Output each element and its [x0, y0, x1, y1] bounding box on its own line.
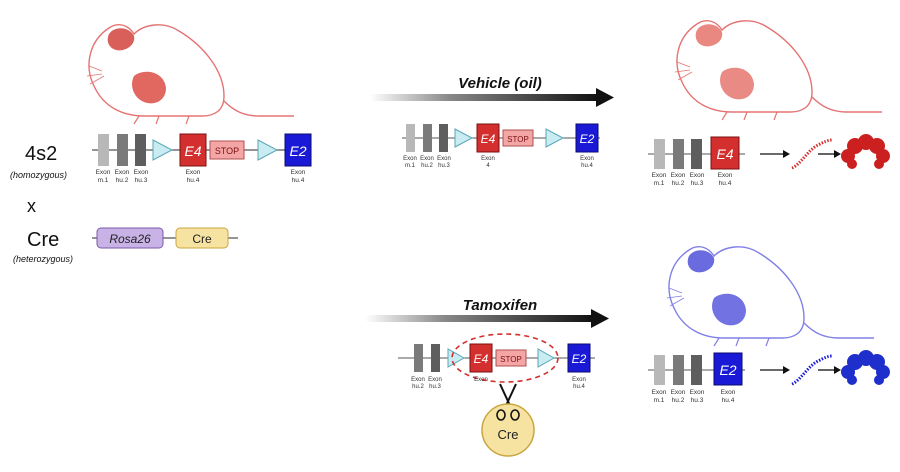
exon-caption: hu.3	[691, 397, 704, 404]
rosa26-locus	[96, 227, 164, 249]
e4-caption: 4	[486, 163, 490, 169]
exon-caption: hu.3	[429, 384, 441, 390]
exon-m1-block	[98, 134, 109, 166]
tamoxifen-arrow: Tamoxifen	[365, 297, 609, 328]
e2-label: E2	[580, 132, 595, 146]
blue-mouse-icon	[666, 245, 875, 347]
stop-label: STOP	[507, 135, 529, 144]
exon-caption: hu.2	[672, 397, 685, 404]
construct-tamoxifen: E4 STOP E2 Exon hu.2 Exon hu.3 Exon Exon…	[398, 333, 595, 457]
exon-caption: Exon	[671, 172, 686, 179]
e2-label: E2	[572, 352, 587, 366]
red-mouse-icon	[674, 19, 883, 121]
exon-caption: Exon	[652, 172, 667, 179]
e2-label: E2	[719, 362, 736, 378]
exon-caption: hu.2	[116, 177, 129, 184]
exon-hu2-block	[117, 134, 128, 166]
e2-caption: Exon	[291, 169, 306, 176]
protein-icon	[841, 134, 890, 169]
e4-exon	[179, 133, 207, 167]
loxp-triangle-icon	[257, 139, 279, 161]
exon-caption: Exon	[671, 389, 686, 396]
loxp-triangle-icon	[537, 348, 556, 368]
vehicle-arrow: Vehicle (oil)	[370, 75, 614, 107]
exon-caption: m.1	[405, 163, 416, 169]
exon-caption: hu.2	[412, 384, 424, 390]
red-mouse-icon	[86, 23, 295, 125]
stop-cassette	[209, 140, 245, 160]
exon-caption: Exon	[403, 156, 417, 162]
cre-enzyme: Cre	[481, 403, 535, 457]
mrna-icon	[791, 354, 833, 386]
exon-caption: Exon	[652, 389, 667, 396]
tamoxifen-label: Tamoxifen	[463, 297, 537, 314]
e4-label: E4	[474, 352, 489, 366]
vehicle-result-construct: E4 Exon m.1 Exon hu.2 Exon hu.3 Exon hu.…	[648, 134, 890, 187]
exon-caption: Exon	[437, 156, 451, 162]
excised-region	[451, 333, 559, 383]
e2-caption: hu.4	[581, 163, 593, 169]
exon-caption: Exon	[428, 377, 442, 383]
e2-label: E2	[289, 143, 306, 159]
loxp-triangle-icon	[545, 128, 565, 148]
e2-caption: Exon	[572, 377, 586, 383]
protein-icon	[841, 350, 890, 385]
cross-symbol: x	[27, 196, 36, 216]
stop-label: STOP	[215, 146, 239, 156]
e4-label: E4	[184, 143, 201, 159]
exon-caption: Exon	[96, 169, 111, 176]
exon-caption: hu.3	[691, 180, 704, 187]
exon-caption: Exon	[411, 377, 425, 383]
exon-caption: hu.2	[421, 163, 433, 169]
exon-hu3-block	[135, 134, 146, 166]
exon-caption: Exon	[115, 169, 130, 176]
e4-caption: hu.4	[187, 177, 200, 184]
e2-caption: hu.4	[573, 384, 585, 390]
exon-caption: Exon	[420, 156, 434, 162]
loxp-triangle-icon	[454, 128, 474, 148]
e4-caption: Exon	[474, 377, 488, 383]
e2-caption: hu.4	[722, 397, 735, 404]
exon-caption: Exon	[134, 169, 149, 176]
e4-label: E4	[481, 132, 496, 146]
exon-caption: m.1	[654, 180, 665, 187]
e2-caption: Exon	[580, 156, 594, 162]
e4-caption: hu.4	[719, 180, 732, 187]
exon-caption: hu.3	[438, 163, 450, 169]
stop-label: STOP	[500, 355, 522, 364]
e4-label: E4	[716, 146, 733, 162]
construct-vehicle: E4 STOP E2 Exon m.1 Exon hu.2 Exon hu.3 …	[402, 123, 600, 169]
exon-caption: hu.2	[672, 180, 685, 187]
cre-label: Cre	[498, 427, 519, 442]
e2-caption: Exon	[721, 389, 736, 396]
e4-caption: Exon	[718, 172, 733, 179]
cre-label: Cre	[192, 232, 212, 246]
exon-caption: m.1	[654, 397, 665, 404]
exon-caption: Exon	[690, 389, 705, 396]
exon-caption: Exon	[690, 172, 705, 179]
mrna-icon	[791, 138, 833, 170]
line1-zygosity: (homozygous)	[10, 170, 67, 180]
exon-caption: hu.3	[135, 177, 148, 184]
construct-4s2: E4 STOP E2 Exon m.1 Exon hu.2 Exon hu.3 …	[92, 133, 312, 184]
e4-caption: Exon	[186, 169, 201, 176]
loxp-triangle-icon	[447, 348, 466, 368]
line2-name: Cre	[27, 229, 59, 251]
line1-name: 4s2	[25, 143, 57, 165]
loxp-triangle-icon	[152, 139, 174, 161]
cre-gene	[175, 227, 229, 249]
exon-caption: m.1	[98, 177, 109, 184]
e4-caption: Exon	[481, 156, 495, 162]
rosa26-label: Rosa26	[109, 232, 151, 246]
e2-caption: hu.4	[292, 177, 305, 184]
vehicle-label: Vehicle (oil)	[458, 75, 542, 92]
construct-cre: Rosa26 Cre	[92, 227, 238, 249]
tamoxifen-result-construct: E2 Exon m.1 Exon hu.2 Exon hu.3 Exon hu.…	[648, 350, 890, 404]
e2-exon	[284, 133, 312, 167]
line2-zygosity: (heterozygous)	[13, 254, 73, 264]
